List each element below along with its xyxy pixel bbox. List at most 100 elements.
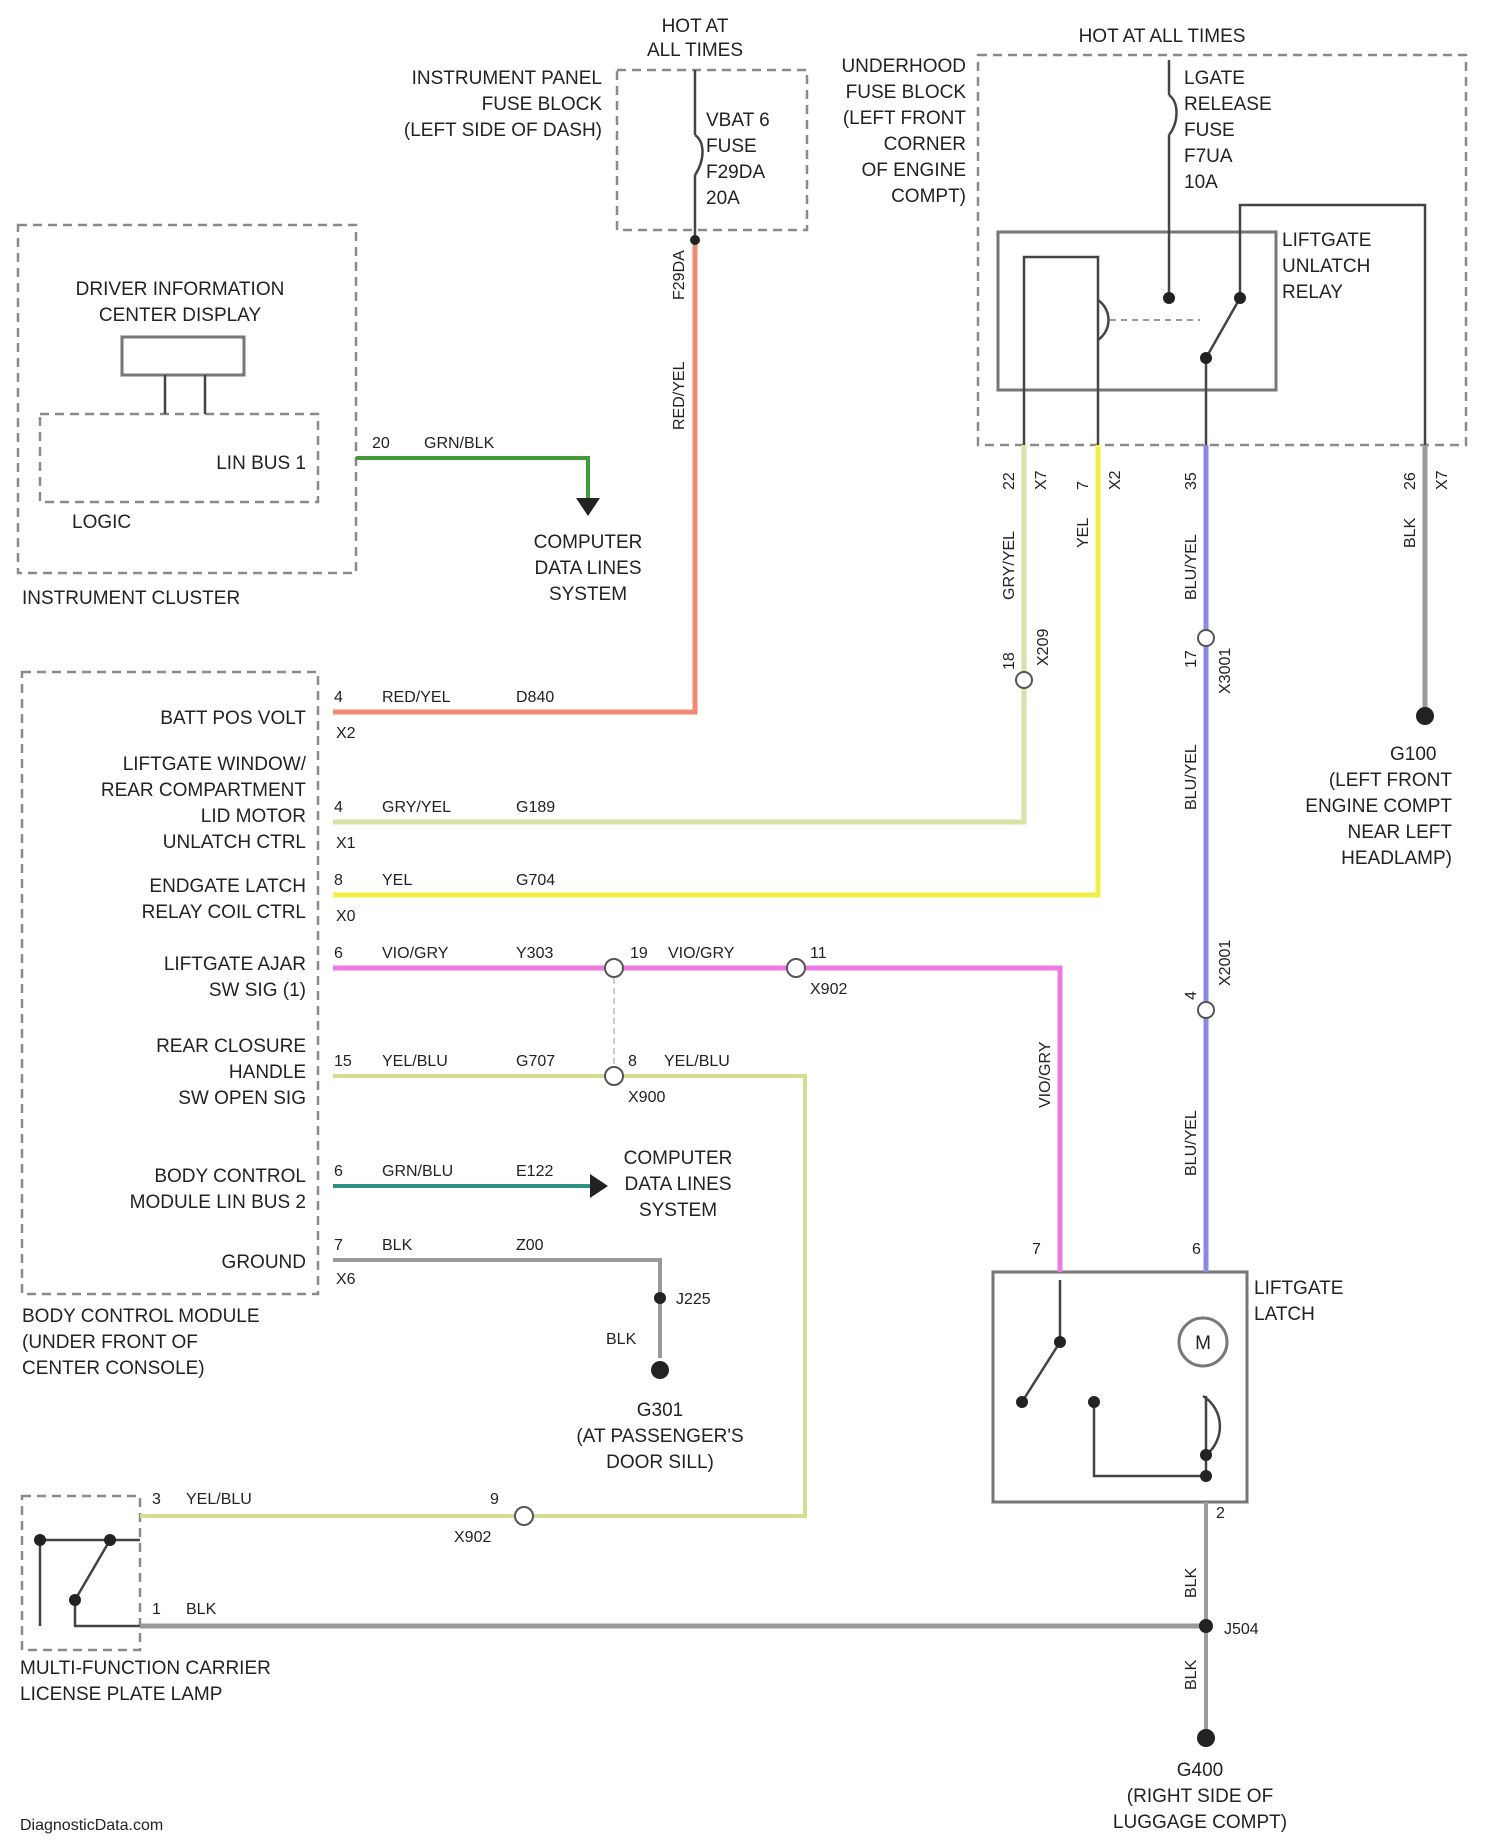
cds1-line1: COMPUTER <box>534 532 643 553</box>
wire-color: GRN/BLU <box>382 1163 453 1180</box>
hot-label-right: HOT AT ALL TIMES <box>1079 26 1246 47</box>
dic-connection <box>165 375 205 414</box>
blk-vertical: BLK <box>1183 1567 1200 1598</box>
lin1-color: GRN/BLK <box>424 435 495 452</box>
j504-label: J504 <box>1224 1621 1259 1638</box>
splice2-color: YEL/BLU <box>664 1053 730 1070</box>
f29da-vertical: F29DA <box>671 250 688 300</box>
wire-gryyel <box>333 445 1024 822</box>
plate-color: YEL/BLU <box>186 1491 252 1508</box>
dic-display <box>122 337 244 375</box>
bcm-pin-label: SW OPEN SIG <box>178 1088 306 1109</box>
fuse2-line5: 10A <box>1184 172 1218 193</box>
plate-pin: 1 <box>152 1601 161 1618</box>
g400-line3: LUGGAGE COMPT) <box>1113 1812 1287 1833</box>
cds1-line2: DATA LINES <box>535 558 642 579</box>
latch-pin: 6 <box>1192 1241 1201 1258</box>
bcm-pin-label: HANDLE <box>229 1062 306 1083</box>
arrow-lin2-icon <box>590 1174 608 1198</box>
relay-pin-conn: X7 <box>1434 470 1451 490</box>
g400-line2: (RIGHT SIDE OF <box>1127 1786 1273 1807</box>
uhfb-line5: OF ENGINE <box>861 160 966 181</box>
splice2-pin: 8 <box>628 1053 637 1070</box>
relay-pin-num: 26 <box>1402 472 1419 490</box>
bcm-wire-labels: 4 X2 RED/YEL D840 4 X1 GRY/YEL G189 8 X0… <box>334 689 555 1288</box>
bcm-pin-label: GROUND <box>222 1252 306 1273</box>
pin-number: 8 <box>334 872 343 889</box>
g301-line2: (AT PASSENGER'S <box>576 1426 743 1447</box>
ipfb-line1: INSTRUMENT PANEL <box>412 68 602 89</box>
circuit-id: Y303 <box>516 945 553 962</box>
bcm-pin-label: BATT POS VOLT <box>160 708 306 729</box>
mfc-line2: LICENSE PLATE LAMP <box>20 1684 222 1705</box>
dic-line1: DRIVER INFORMATION <box>76 279 285 300</box>
uhfb-line3: (LEFT FRONT <box>843 108 967 129</box>
pin-number: 15 <box>334 1053 352 1070</box>
relay-pin-num: 22 <box>1001 472 1018 490</box>
wire-color: GRY/YEL <box>382 799 451 816</box>
c3001-id: X3001 <box>1217 648 1234 694</box>
relay-pin-color: GRY/YEL <box>1001 531 1018 600</box>
fuse1-line4: 20A <box>706 188 740 209</box>
hot-label: HOT AT <box>662 16 729 37</box>
relay-pin-conn: X2 <box>1107 470 1124 490</box>
lin-bus1-label: LIN BUS 1 <box>216 453 306 474</box>
latch-line1: LIFTGATE <box>1254 1278 1343 1299</box>
mfc-line1: MULTI-FUNCTION CARRIER <box>20 1658 271 1679</box>
splice1-pin2: 11 <box>810 945 827 962</box>
bcm-pin-label: UNLATCH CTRL <box>163 832 306 853</box>
latch-pin: 7 <box>1032 1241 1041 1258</box>
wire-color: YEL/BLU <box>382 1053 448 1070</box>
fuse2-symbol <box>1169 95 1177 135</box>
cds2-line2: DATA LINES <box>625 1174 732 1195</box>
plate-switch <box>40 1540 140 1626</box>
bcm-pin-label: REAR COMPARTMENT <box>101 780 307 801</box>
bcm-pin-label: SW SIG (1) <box>209 980 306 1001</box>
arrow-lin1-icon <box>576 498 600 516</box>
conn-id: X6 <box>336 1271 356 1288</box>
g100-line3: ENGINE COMPT <box>1305 796 1452 817</box>
circuit-id: G704 <box>516 872 555 889</box>
fuse2-line1: LGATE <box>1184 68 1245 89</box>
logic-label: LOGIC <box>72 512 131 533</box>
blk-vertical-2: BLK <box>1183 1659 1200 1690</box>
relay-pin-color: YEL <box>1075 518 1092 548</box>
fuse1-line1: VBAT 6 <box>706 110 770 131</box>
splice2-id: X900 <box>628 1089 665 1106</box>
c209-id: X209 <box>1035 629 1052 666</box>
circuit-id: G189 <box>516 799 555 816</box>
circuit-id: Z00 <box>516 1237 544 1254</box>
wire-grnblk <box>356 458 588 505</box>
relay-coil-icon <box>1098 300 1109 340</box>
c3001-pin: 17 <box>1183 650 1200 668</box>
wire-color: BLK <box>382 1237 413 1254</box>
g400-line1: G400 <box>1177 1760 1223 1781</box>
latch-line2: LATCH <box>1254 1304 1315 1325</box>
bcm-line3: CENTER CONSOLE) <box>22 1358 205 1379</box>
uhfb-line4: CORNER <box>884 134 966 155</box>
dic-line2: CENTER DISPLAY <box>99 305 262 326</box>
relay-coil-loop <box>1024 257 1098 445</box>
bcm-pin-label: MODULE LIN BUS 2 <box>130 1192 306 1213</box>
uhfb-line6: COMPT) <box>891 186 966 207</box>
circuit-id: G707 <box>516 1053 555 1070</box>
plate-pin: 3 <box>152 1491 161 1508</box>
c902-pin: 9 <box>490 1491 499 1508</box>
g100-line4: NEAR LEFT <box>1347 822 1452 843</box>
uhfb-line1: UNDERHOOD <box>841 56 966 77</box>
cds2-line1: COMPUTER <box>624 1148 733 1169</box>
redyel-vertical: RED/YEL <box>671 361 688 430</box>
viogry-vertical: VIO/GRY <box>1037 1041 1054 1108</box>
bcm-pin-label: LIFTGATE AJAR <box>164 954 306 975</box>
wire-color: YEL <box>382 872 412 889</box>
relay-pin-conn: X7 <box>1033 470 1050 490</box>
g301-line1: G301 <box>637 1400 683 1421</box>
bcm-pin-label: BODY CONTROL <box>154 1166 306 1187</box>
bcm-line2: (UNDER FRONT OF <box>22 1332 198 1353</box>
bcm-pin-label: RELAY COIL CTRL <box>142 902 306 923</box>
bcm-pin-labels: BATT POS VOLT LIFTGATE WINDOW/ REAR COMP… <box>101 708 307 1273</box>
c2001-id: X2001 <box>1217 940 1234 986</box>
g100-line2: (LEFT FRONT <box>1329 770 1453 791</box>
splice1-pin: 19 <box>630 945 648 962</box>
